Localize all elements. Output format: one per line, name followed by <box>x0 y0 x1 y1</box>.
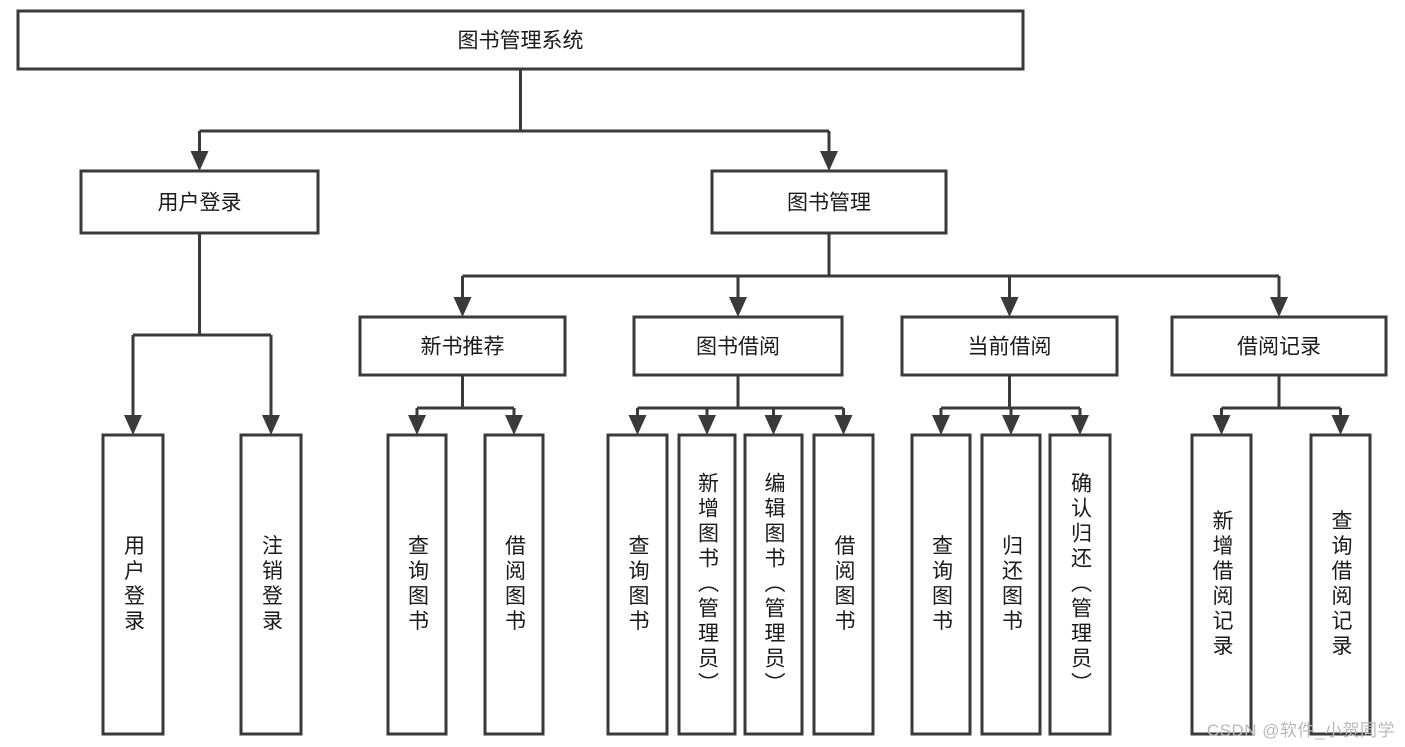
node-box-user-login <box>79 169 320 235</box>
node-label-leaf-user-logout: 注销登录 <box>260 535 284 635</box>
node-leaf-query-record[interactable]: 查询借阅记录 <box>1309 433 1372 736</box>
arrow-head-icon <box>1212 415 1231 435</box>
nodes-layer: 图书管理系统用户登录图书管理新书推荐图书借阅当前借阅借阅记录用户登录注销登录查询… <box>16 9 1388 736</box>
node-leaf-add-book[interactable]: 新增图书（管理员） <box>677 433 737 736</box>
arrow-head-icon <box>820 151 838 171</box>
node-label-leaf-query-record: 查询借阅记录 <box>1329 510 1353 660</box>
node-box-leaf-query-record <box>1309 433 1372 736</box>
node-leaf-borrow-book[interactable]: 借阅图书 <box>812 433 875 736</box>
node-label-leaf-add-record: 新增借阅记录 <box>1210 510 1234 660</box>
node-borrow-record[interactable]: 借阅记录 <box>1170 315 1388 377</box>
connector-group-new-book-rec <box>408 375 523 435</box>
node-label-book-manage: 图书管理 <box>787 192 871 215</box>
node-leaf-confirm-return[interactable]: 确认归还（管理员） <box>1048 433 1112 736</box>
node-leaf-query-book-borrow[interactable]: 查询图书 <box>606 433 669 736</box>
arrow-head-icon <box>1071 415 1089 435</box>
connector-group-book-borrow <box>628 375 853 435</box>
node-box-book-borrow <box>632 315 844 377</box>
node-label-leaf-borrow-book: 借阅图书 <box>832 535 856 635</box>
node-label-leaf-query-book-borrow: 查询图书 <box>626 535 650 635</box>
node-box-root <box>16 9 1025 71</box>
arrow-head-icon <box>1002 415 1020 435</box>
node-label-leaf-edit-book: 编辑图书（管理员） <box>762 472 786 697</box>
node-box-leaf-add-record <box>1190 433 1253 736</box>
arrow-head-icon <box>932 415 950 435</box>
node-label-root: 图书管理系统 <box>458 30 584 53</box>
node-box-leaf-add-book <box>677 433 737 736</box>
node-label-leaf-borrow-book-rec: 借阅图书 <box>503 535 527 635</box>
arrow-head-icon <box>698 415 716 435</box>
node-box-leaf-query-book-rec <box>386 433 448 736</box>
node-box-leaf-user-logout <box>239 433 303 736</box>
node-box-leaf-query-book-borrow <box>606 433 669 736</box>
node-box-leaf-borrow-book <box>812 433 875 736</box>
arrow-head-icon <box>628 415 647 435</box>
arrow-head-icon <box>1000 297 1019 317</box>
node-book-manage[interactable]: 图书管理 <box>710 169 948 235</box>
arrow-head-icon <box>453 297 472 317</box>
node-leaf-user-logout[interactable]: 注销登录 <box>239 433 303 736</box>
node-label-new-book-rec: 新书推荐 <box>421 336 505 359</box>
node-label-leaf-user-login: 用户登录 <box>122 535 146 635</box>
node-current-borrow[interactable]: 当前借阅 <box>900 315 1119 377</box>
node-box-book-manage <box>710 169 948 235</box>
node-label-user-login: 用户登录 <box>158 192 242 215</box>
node-label-leaf-add-book: 新增图书（管理员） <box>696 472 720 697</box>
node-box-borrow-record <box>1170 315 1388 377</box>
arrow-head-icon <box>262 415 280 435</box>
arrow-head-icon <box>124 415 142 435</box>
arrow-head-icon <box>408 415 426 435</box>
node-root[interactable]: 图书管理系统 <box>16 9 1025 71</box>
connector-group-root <box>190 69 838 171</box>
node-user-login[interactable]: 用户登录 <box>79 169 320 235</box>
node-label-book-borrow: 图书借阅 <box>696 336 780 359</box>
node-label-current-borrow: 当前借阅 <box>968 336 1052 359</box>
node-label-leaf-query-book-rec: 查询图书 <box>406 535 430 635</box>
node-label-leaf-confirm-return: 确认归还（管理员） <box>1069 472 1093 697</box>
node-leaf-edit-book[interactable]: 编辑图书（管理员） <box>743 433 804 736</box>
connector-group-book-manage <box>453 233 1288 317</box>
arrow-head-icon <box>834 415 853 435</box>
node-box-leaf-borrow-book-rec <box>483 433 545 736</box>
connector-group-user-login <box>124 233 280 435</box>
node-box-leaf-confirm-return <box>1048 433 1112 736</box>
node-box-leaf-return-book <box>980 433 1042 736</box>
node-label-borrow-record: 借阅记录 <box>1237 336 1321 359</box>
arrow-head-icon <box>505 415 523 435</box>
node-leaf-query-book-cur[interactable]: 查询图书 <box>910 433 972 736</box>
node-leaf-return-book[interactable]: 归还图书 <box>980 433 1042 736</box>
node-box-current-borrow <box>900 315 1119 377</box>
node-new-book-rec[interactable]: 新书推荐 <box>358 315 567 377</box>
node-leaf-query-book-rec[interactable]: 查询图书 <box>386 433 448 736</box>
node-box-leaf-edit-book <box>743 433 804 736</box>
arrow-head-icon <box>764 415 783 435</box>
node-label-leaf-return-book: 归还图书 <box>1000 535 1024 635</box>
node-leaf-add-record[interactable]: 新增借阅记录 <box>1190 433 1253 736</box>
node-box-leaf-query-book-cur <box>910 433 972 736</box>
node-label-leaf-query-book-cur: 查询图书 <box>930 535 954 635</box>
arrow-head-icon <box>190 151 209 171</box>
connector-group-borrow-record <box>1212 375 1350 435</box>
node-box-new-book-rec <box>358 315 567 377</box>
node-leaf-borrow-book-rec[interactable]: 借阅图书 <box>483 433 545 736</box>
node-box-leaf-user-login <box>101 433 165 736</box>
node-leaf-user-login[interactable]: 用户登录 <box>101 433 165 736</box>
arrow-head-icon <box>1331 415 1350 435</box>
connector-group-current-borrow <box>932 375 1089 435</box>
node-book-borrow[interactable]: 图书借阅 <box>632 315 844 377</box>
arrow-head-icon <box>1270 297 1288 317</box>
arrow-head-icon <box>729 297 747 317</box>
connectors-layer <box>124 69 1350 435</box>
